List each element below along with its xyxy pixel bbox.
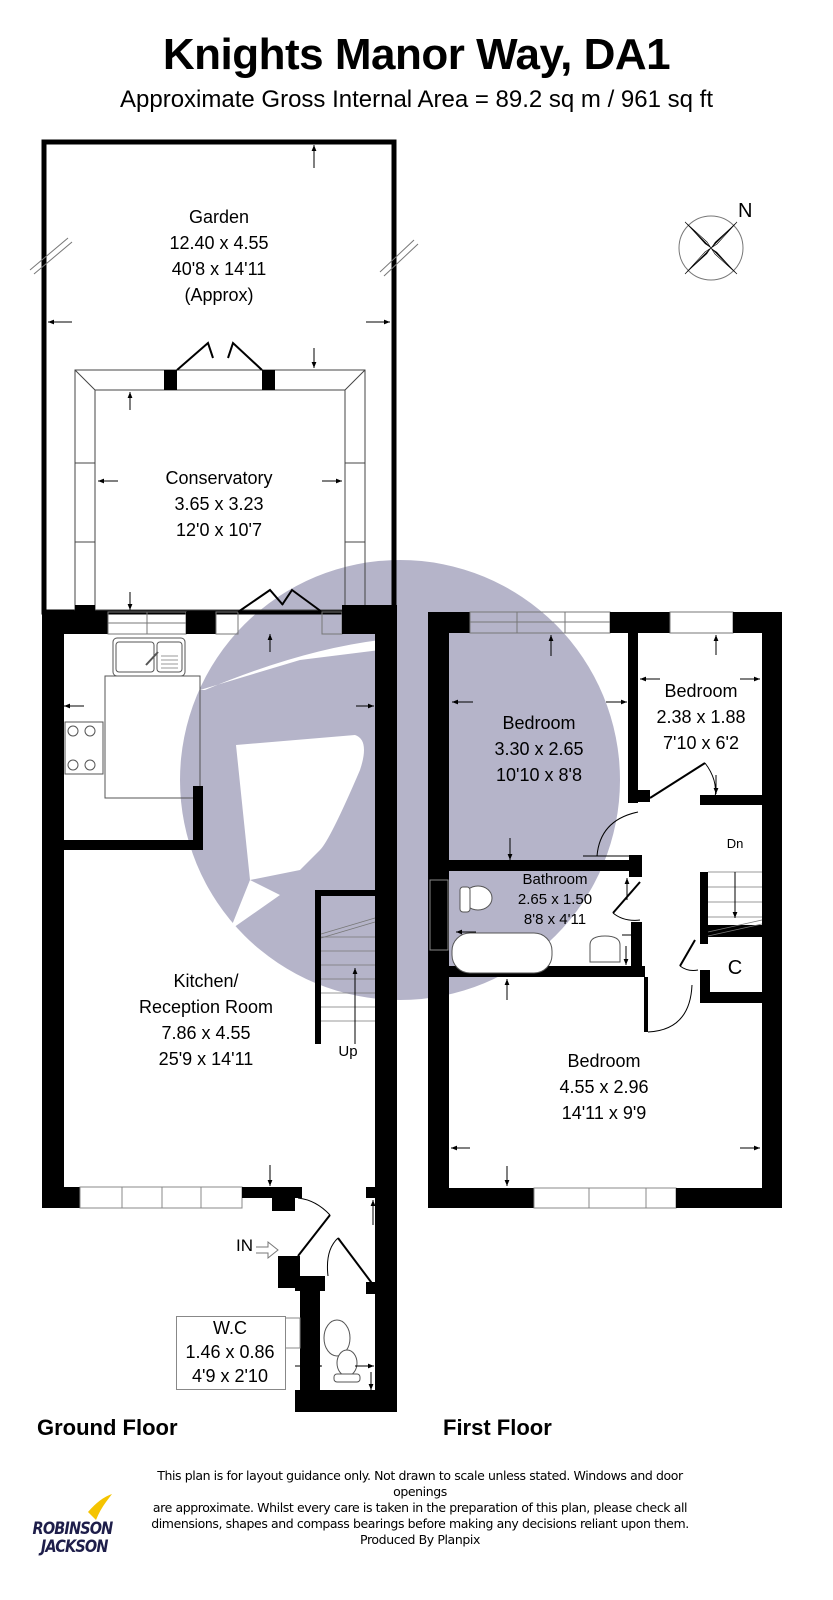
room-label-bedroom-2: Bedroom 2.38 x 1.88 7'10 x 6'2 [656,681,746,753]
room-label-wc: W.C 1.46 x 0.86 4'9 x 2'10 [185,1318,275,1386]
room-label-garden: Garden 12.40 x 4.55 40'8 x 14'11 (Approx… [169,207,269,305]
ground-floor-plan [29,139,419,1412]
agency-logo: ROBINSON JACKSON [30,1520,130,1556]
room-label-conservatory: Conservatory 3.65 x 3.23 12'0 x 10'7 [165,468,273,540]
stairs-down-label: Dn [726,836,744,851]
stairs-up-label: Up [338,1043,358,1060]
wc-label-box [176,1316,286,1390]
page-title: Knights Manor Way, DA1 [162,30,671,79]
room-label-bedroom-1: Bedroom 3.30 x 2.65 10'10 x 8'8 [494,713,584,785]
first-floor-label: First Floor [443,1415,552,1440]
logo-line-1: ROBINSON [32,1519,114,1539]
room-label-bathroom: Bathroom 2.65 x 1.50 8'8 x 4'11 [517,871,593,928]
room-label-cupboard: C [727,957,743,979]
gross-area-subtitle: Approximate Gross Internal Area = 89.2 s… [120,86,713,113]
compass-north-label: N [738,200,753,222]
compass-rose-icon [678,215,744,281]
watermark-logo [180,560,620,1000]
logo-swoosh-icon [88,1494,112,1520]
room-label-bedroom-3: Bedroom 4.55 x 2.96 14'11 x 9'9 [559,1051,649,1123]
room-label-kitchen-reception: Kitchen/ Reception Room 7.86 x 4.55 25'9… [138,971,274,1069]
first-floor-plan [428,611,782,1209]
disclaimer-text: This plan is for layout guidance only. N… [151,1468,689,1547]
logo-line-2: JACKSON [40,1537,109,1557]
ground-floor-label: Ground Floor [37,1415,178,1440]
entrance-label: IN [236,1236,253,1255]
